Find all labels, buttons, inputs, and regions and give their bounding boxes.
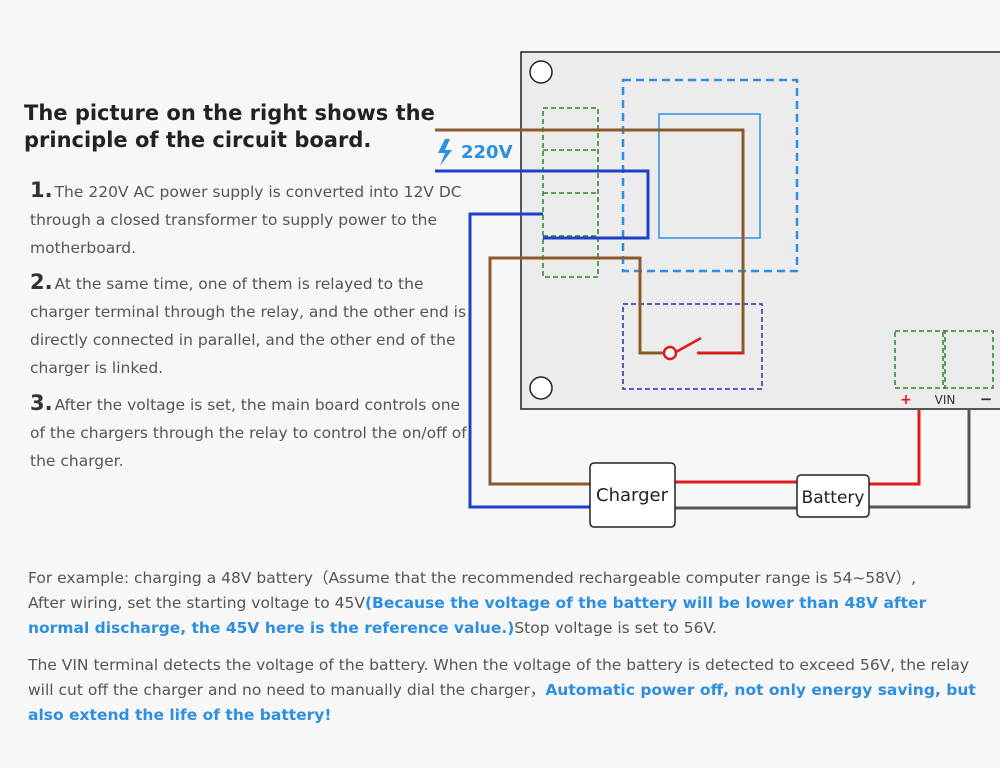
battery-box bbox=[796, 474, 870, 518]
terminal-plus-label: + bbox=[900, 392, 912, 408]
example-line-1: For example: charging a 48V battery（Assu… bbox=[28, 569, 917, 587]
mount-hole-bottom bbox=[529, 376, 553, 400]
step-number: 3. bbox=[30, 391, 53, 415]
step-number: 1. bbox=[30, 178, 53, 202]
relay-switch-arm bbox=[675, 336, 702, 354]
vin-note-text: The VIN terminal detects the voltage of … bbox=[28, 656, 970, 699]
terminal-minus-label: − bbox=[980, 390, 993, 408]
ac-neutral-wire-to-charger bbox=[468, 212, 590, 509]
output-terminal-left bbox=[894, 330, 946, 389]
page-title: The picture on the right shows the princ… bbox=[24, 101, 435, 152]
example-highlight: (Because the voltage of the battery will… bbox=[28, 594, 927, 637]
step-1: 1.The 220V AC power supply is converted … bbox=[30, 176, 470, 262]
terminal-vin-label: VIN bbox=[935, 393, 956, 407]
step-text: At the same time, one of them is relayed… bbox=[30, 275, 467, 377]
transformer-core bbox=[658, 113, 761, 239]
step-number: 2. bbox=[30, 270, 53, 294]
mount-hole-top bbox=[529, 60, 553, 84]
relay-contact bbox=[662, 345, 678, 361]
vin-note-highlight: Automatic power off, not only energy sav… bbox=[28, 681, 976, 724]
battery-label: Battery bbox=[802, 488, 865, 508]
battery-positive-wire bbox=[869, 410, 921, 486]
circuit-diagram: + VIN − Charger Battery 220V bbox=[435, 51, 1000, 528]
vin-note-paragraph: The VIN terminal detects the voltage of … bbox=[28, 653, 978, 728]
relay-to-charger-wire bbox=[488, 256, 663, 486]
ac-neutral-wire-upper bbox=[435, 169, 650, 240]
lightning-icon bbox=[438, 139, 452, 166]
example-line-2-start: After wiring, set the starting voltage t… bbox=[28, 594, 365, 612]
charger-box bbox=[589, 462, 676, 528]
step-text: The 220V AC power supply is converted in… bbox=[30, 183, 462, 257]
step-2: 2.At the same time, one of them is relay… bbox=[30, 268, 470, 382]
example-line-2-end: Stop voltage is set to 56V. bbox=[514, 619, 717, 637]
charger-label: Charger bbox=[596, 485, 669, 506]
output-terminal-right bbox=[942, 330, 994, 389]
step-3: 3.After the voltage is set, the main boa… bbox=[30, 389, 470, 475]
voltage-label: 220V bbox=[461, 142, 513, 163]
step-text: After the voltage is set, the main board… bbox=[30, 396, 467, 470]
example-paragraph: For example: charging a 48V battery（Assu… bbox=[28, 566, 978, 641]
battery-negative-wire bbox=[869, 410, 971, 509]
